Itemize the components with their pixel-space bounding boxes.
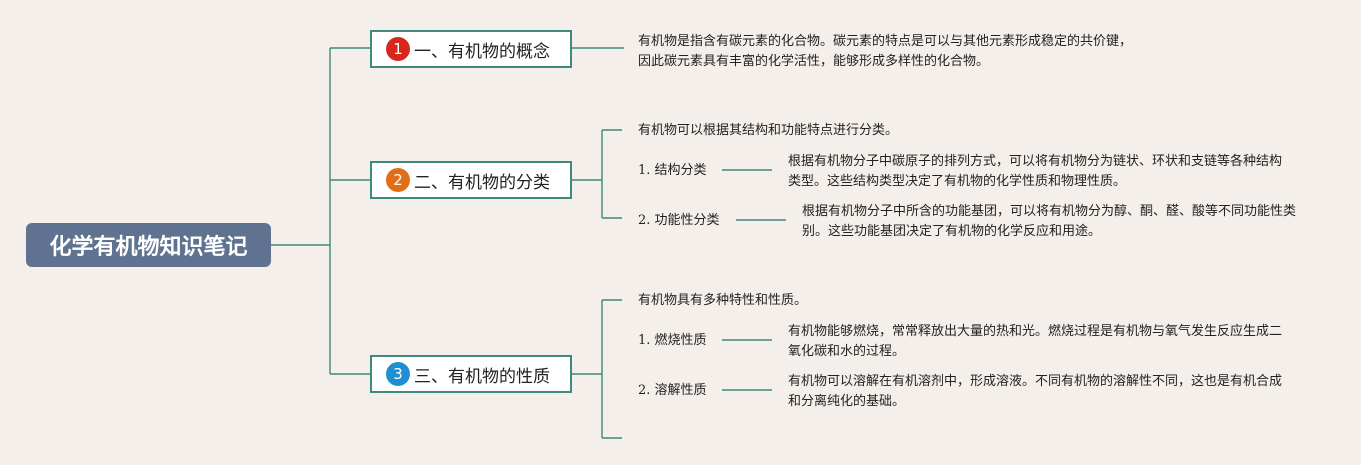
sub-functional-label[interactable]: 2. 功能性分类 (638, 213, 720, 228)
branch-concept[interactable]: 1 一、有机物的概念 (370, 30, 572, 68)
number-badge-3: 3 (386, 362, 410, 386)
number-badge-1: 1 (386, 37, 410, 61)
properties-intro: 有机物具有多种特性和性质。 (638, 293, 808, 308)
sub-functional-text: 根据有机物分子中所含的功能基团，可以将有机物分为醇、酮、醛、酸等不同功能性类别。… (802, 204, 1297, 239)
sub-solubility-text: 有机物可以溶解在有机溶剂中，形成溶液。不同有机物的溶解性不同，这也是有机合成和分… (788, 374, 1283, 409)
sub-combustion-text: 有机物能够燃烧，常常释放出大量的热和光。燃烧过程是有机物与氧气发生反应生成二氧化… (788, 324, 1283, 359)
branch-properties[interactable]: 3 三、有机物的性质 (370, 355, 572, 393)
root-title: 化学有机物知识笔记 (49, 235, 248, 260)
root-topic[interactable]: 化学有机物知识笔记 (26, 223, 271, 267)
sub-structure-label[interactable]: 1. 结构分类 (638, 163, 707, 178)
classification-intro: 有机物可以根据其结构和功能特点进行分类。 (638, 123, 899, 138)
sub-structure-text: 根据有机物分子中碳原子的排列方式，可以将有机物分为链状、环状和支链等各种结构类型… (788, 154, 1283, 189)
branch-label: 三、有机物的性质 (414, 366, 550, 387)
sub-combustion-label[interactable]: 1. 燃烧性质 (638, 333, 707, 348)
branch-label: 二、有机物的分类 (414, 172, 550, 193)
concept-note: 有机物是指含有碳元素的化合物。碳元素的特点是可以与其他元素形成稳定的共价键，因此… (638, 34, 1133, 69)
sub-solubility-label[interactable]: 2. 溶解性质 (638, 383, 707, 398)
branch-label: 一、有机物的概念 (414, 41, 550, 62)
branch-classification[interactable]: 2 二、有机物的分类 (370, 161, 572, 199)
number-badge-2: 2 (386, 168, 410, 192)
